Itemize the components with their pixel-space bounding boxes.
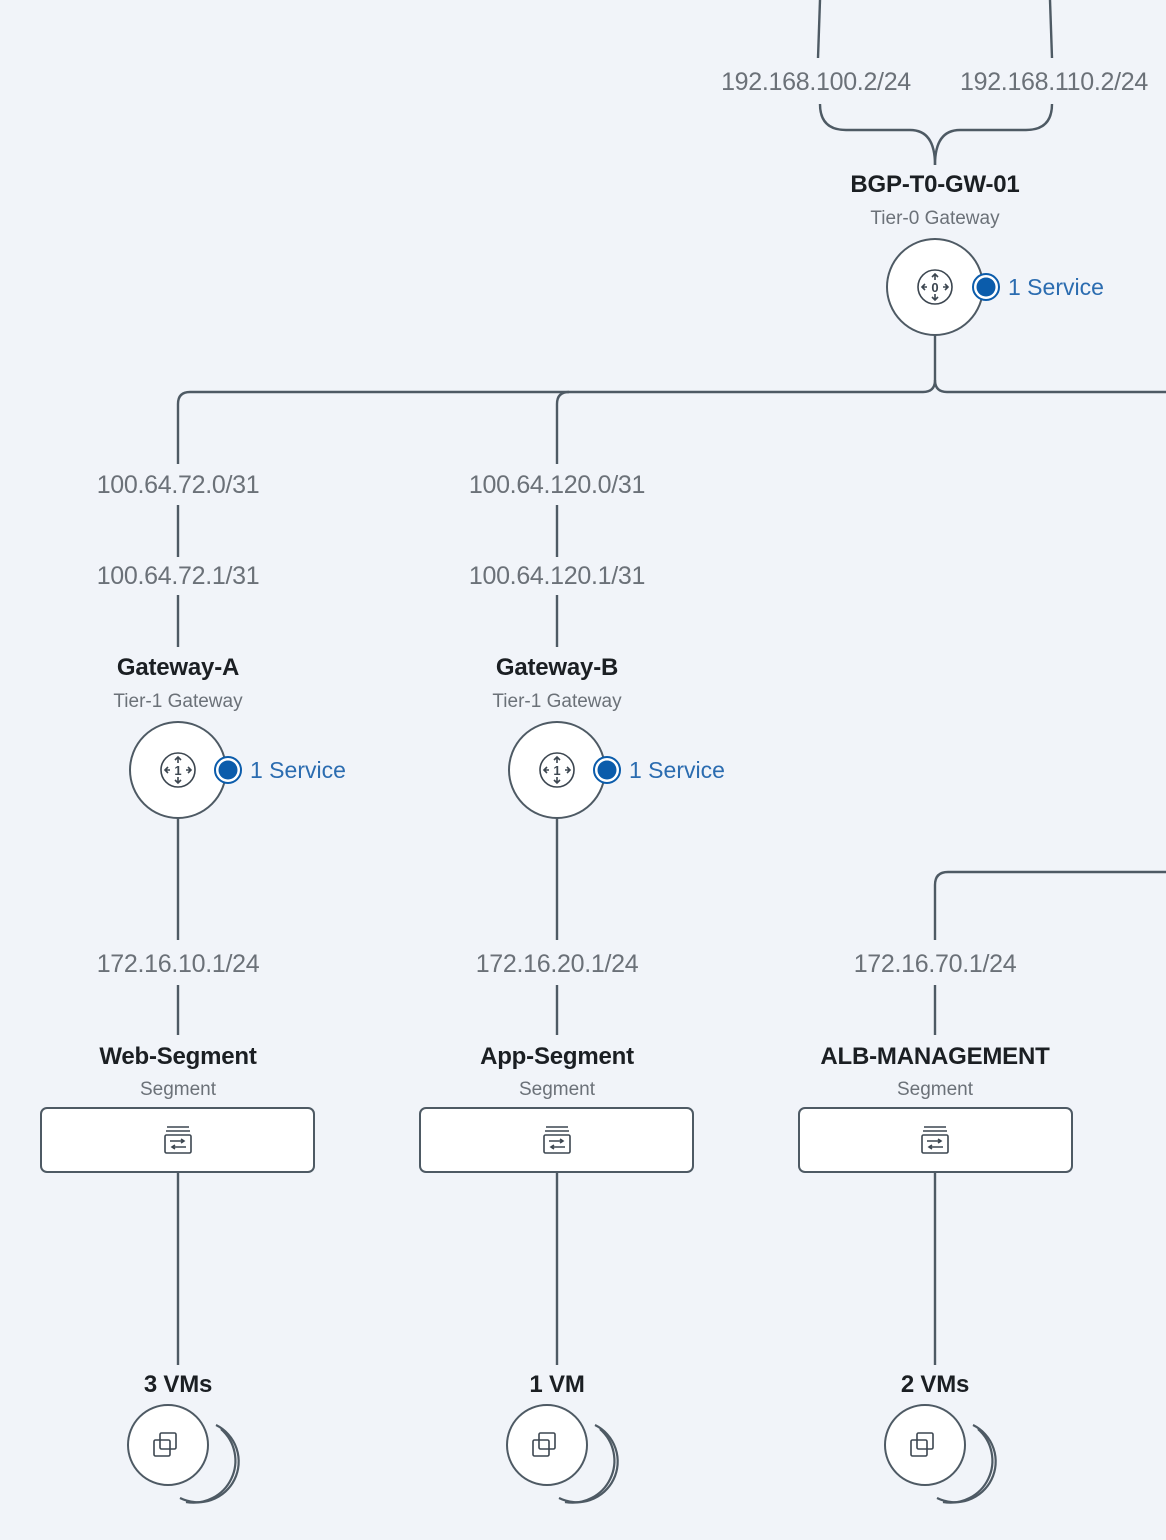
segment-app-node[interactable]: App-Segment Segment [419,1043,694,1173]
downlink-ip-label: 172.16.20.1/24 [476,950,639,978]
tier1-gateway-name[interactable]: Gateway-A [117,654,239,681]
downlink-ip-label: 172.16.70.1/24 [854,950,1017,978]
segment-type: Segment [897,1079,974,1100]
transit-ip-label: 100.64.120.1/31 [469,562,645,590]
vm-stack-icon [153,1432,177,1457]
vm-stack-icon [532,1432,556,1457]
segment-box[interactable] [798,1107,1073,1173]
svg-text:1: 1 [553,763,560,778]
tier1-service-badge[interactable]: 1 Service [593,756,725,784]
vm-group-web[interactable]: 3 VMs [127,1371,240,1504]
transit-ip-label: 100.64.72.1/31 [97,562,260,590]
tier1-service-link[interactable]: 1 Service [629,757,725,783]
tier1-gateway-type: Tier-1 Gateway [492,691,622,712]
uplink-ip-label: 192.168.110.2/24 [960,68,1148,96]
vm-group-app[interactable]: 1 VM [506,1371,619,1504]
transit-ip-label: 100.64.72.0/31 [97,471,260,499]
segment-name[interactable]: ALB-MANAGEMENT [820,1043,1050,1070]
vm-group-alb[interactable]: 2 VMs [884,1371,997,1504]
segment-alb-node[interactable]: ALB-MANAGEMENT Segment [798,1043,1073,1173]
tier1-service-badge[interactable]: 1 Service [214,756,346,784]
segment-web-node[interactable]: Web-Segment Segment [40,1043,315,1173]
tier1-gateway-name[interactable]: Gateway-B [496,654,618,681]
tier1-service-link[interactable]: 1 Service [250,757,346,783]
segment-name[interactable]: App-Segment [480,1043,634,1070]
tier0-gateway-type: Tier-0 Gateway [870,208,1000,229]
vm-stack-icon [910,1432,934,1457]
svg-text:0: 0 [931,280,938,295]
segment-switch-icon [543,1126,571,1154]
connector-lines [176,0,1166,1365]
tier1-gateway-a-node[interactable]: 100.64.72.0/31 100.64.72.1/31 Gateway-A … [97,471,346,978]
vm-group-circle[interactable] [884,1404,966,1486]
uplink-ip-label: 192.168.100.2/24 [721,68,911,96]
tier0-router-icon: 0 [917,269,953,305]
vm-group-circle[interactable] [506,1404,588,1486]
vm-count-label[interactable]: 3 VMs [144,1371,213,1398]
tier1-router-icon: 1 [539,752,575,788]
segment-type: Segment [140,1079,217,1100]
tier1-gateway-type: Tier-1 Gateway [113,691,243,712]
segment-type: Segment [519,1079,596,1100]
tier0-service-badge[interactable]: 1 Service [972,273,1104,301]
downlink-ip-label: 172.16.10.1/24 [97,950,260,978]
segment-switch-icon [164,1126,192,1154]
segment-switch-icon [921,1126,949,1154]
tier1-router-icon: 1 [160,752,196,788]
tier0-service-link[interactable]: 1 Service [1008,274,1104,300]
svg-text:1: 1 [174,763,181,778]
segment-box[interactable] [419,1107,694,1173]
vm-count-label[interactable]: 1 VM [529,1371,584,1398]
tier0-gateway-name[interactable]: BGP-T0-GW-01 [850,171,1019,198]
tier0-gateway-node[interactable]: 192.168.100.2/24 192.168.110.2/24 BGP-T0… [721,68,1149,336]
tier1-gateway-b-node[interactable]: 100.64.120.0/31 100.64.120.1/31 Gateway-… [469,471,725,978]
vm-count-label[interactable]: 2 VMs [901,1371,970,1398]
segment-box[interactable] [40,1107,315,1173]
segment-name[interactable]: Web-Segment [99,1043,257,1070]
transit-ip-label: 100.64.120.0/31 [469,471,645,499]
vm-group-circle[interactable] [127,1404,209,1486]
